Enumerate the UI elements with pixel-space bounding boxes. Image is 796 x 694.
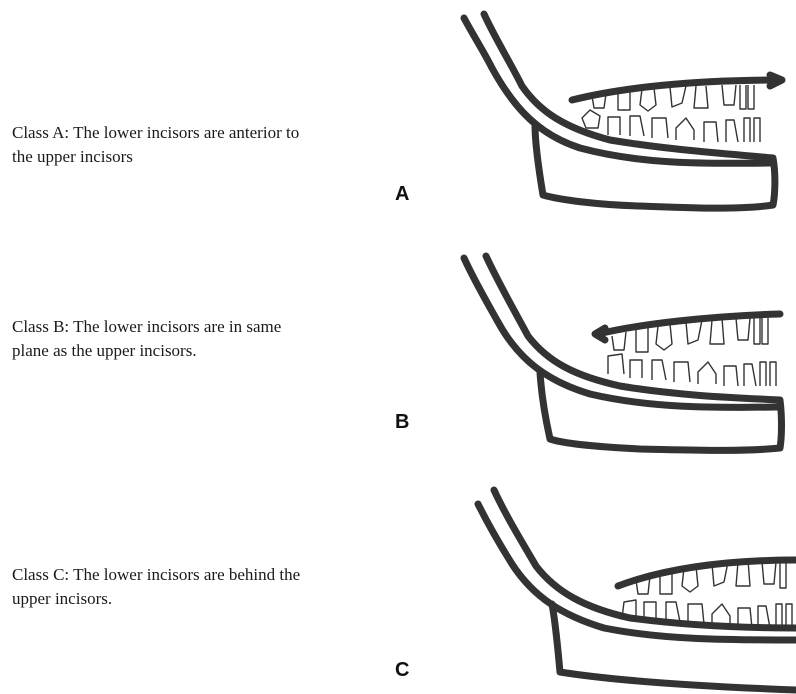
jaw-diagram-c (440, 476, 796, 694)
mandible-outline (484, 14, 775, 208)
class-c-caption: Class C: The lower incisors are behind t… (12, 563, 312, 611)
jaw-diagram-b (440, 244, 796, 462)
jaw-diagram-a (440, 0, 796, 222)
lower-teeth (608, 354, 776, 386)
panel-label-c: C (395, 659, 409, 682)
class-b-caption: Class B: The lower incisors are in same … (12, 315, 312, 363)
occlusal-line-upper (598, 314, 780, 334)
mandible-outline (494, 490, 796, 690)
mandible-outline (486, 256, 782, 450)
class-a-caption: Class A: The lower incisors are anterior… (12, 121, 312, 169)
panel-label-b: B (395, 411, 409, 434)
occlusal-line-upper (572, 80, 780, 100)
occlusal-line-upper (618, 560, 796, 586)
panel-label-a: A (395, 183, 409, 206)
